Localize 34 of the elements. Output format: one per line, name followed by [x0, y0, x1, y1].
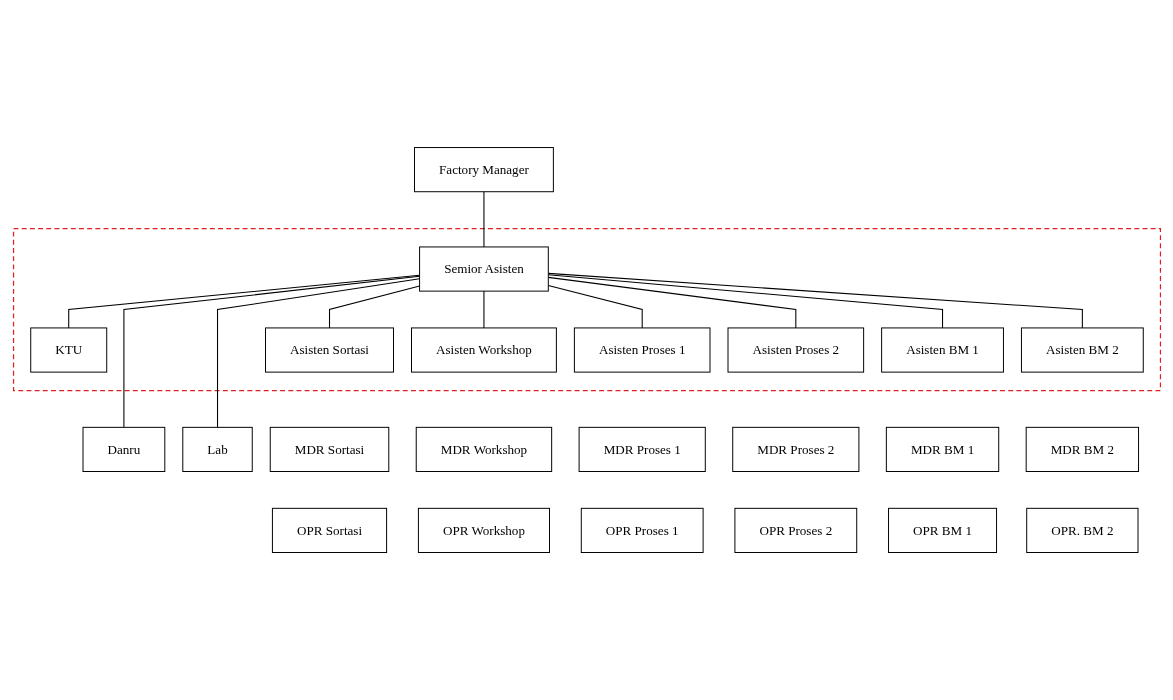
node-box: OPR Proses 2 — [733, 507, 857, 553]
connector — [547, 284, 643, 329]
connector — [547, 272, 1083, 329]
connector — [482, 191, 484, 248]
node-box: Danru — [82, 426, 165, 472]
node-box: Asisten Proses 2 — [727, 327, 864, 373]
node-box: MDR Workshop — [415, 426, 552, 472]
node-box: OPR Sortasi — [271, 507, 387, 553]
connector — [482, 290, 484, 329]
connector — [547, 274, 943, 329]
node-box: Asisten Sortasi — [264, 327, 394, 373]
node-box: OPR Proses 1 — [580, 507, 704, 553]
node-box: Asisten BM 1 — [880, 327, 1004, 373]
node-box: MDR Proses 2 — [731, 426, 859, 472]
node-box: Lab — [181, 426, 253, 472]
node-box: OPR. BM 2 — [1025, 507, 1138, 553]
node-box: KTU — [29, 327, 107, 373]
node-box: OPR Workshop — [417, 507, 550, 553]
cluster — [12, 227, 1161, 392]
node-box: OPR BM 1 — [887, 507, 997, 553]
node-box: MDR BM 1 — [885, 426, 999, 472]
connector — [216, 278, 420, 428]
node-box: MDR BM 2 — [1025, 426, 1139, 472]
connector — [328, 285, 420, 329]
connector — [67, 274, 420, 329]
connector — [122, 275, 420, 428]
node-box: Asisten Proses 1 — [573, 327, 710, 373]
node-box: Factory Manager — [413, 147, 554, 193]
node-box: Semior Asisten — [418, 246, 549, 292]
node-box: MDR Sortasi — [269, 426, 389, 472]
node-box: Asisten Workshop — [410, 327, 557, 373]
connector — [547, 276, 796, 329]
node-box: MDR Proses 1 — [578, 426, 706, 472]
node-box: Asisten BM 2 — [1020, 327, 1144, 373]
